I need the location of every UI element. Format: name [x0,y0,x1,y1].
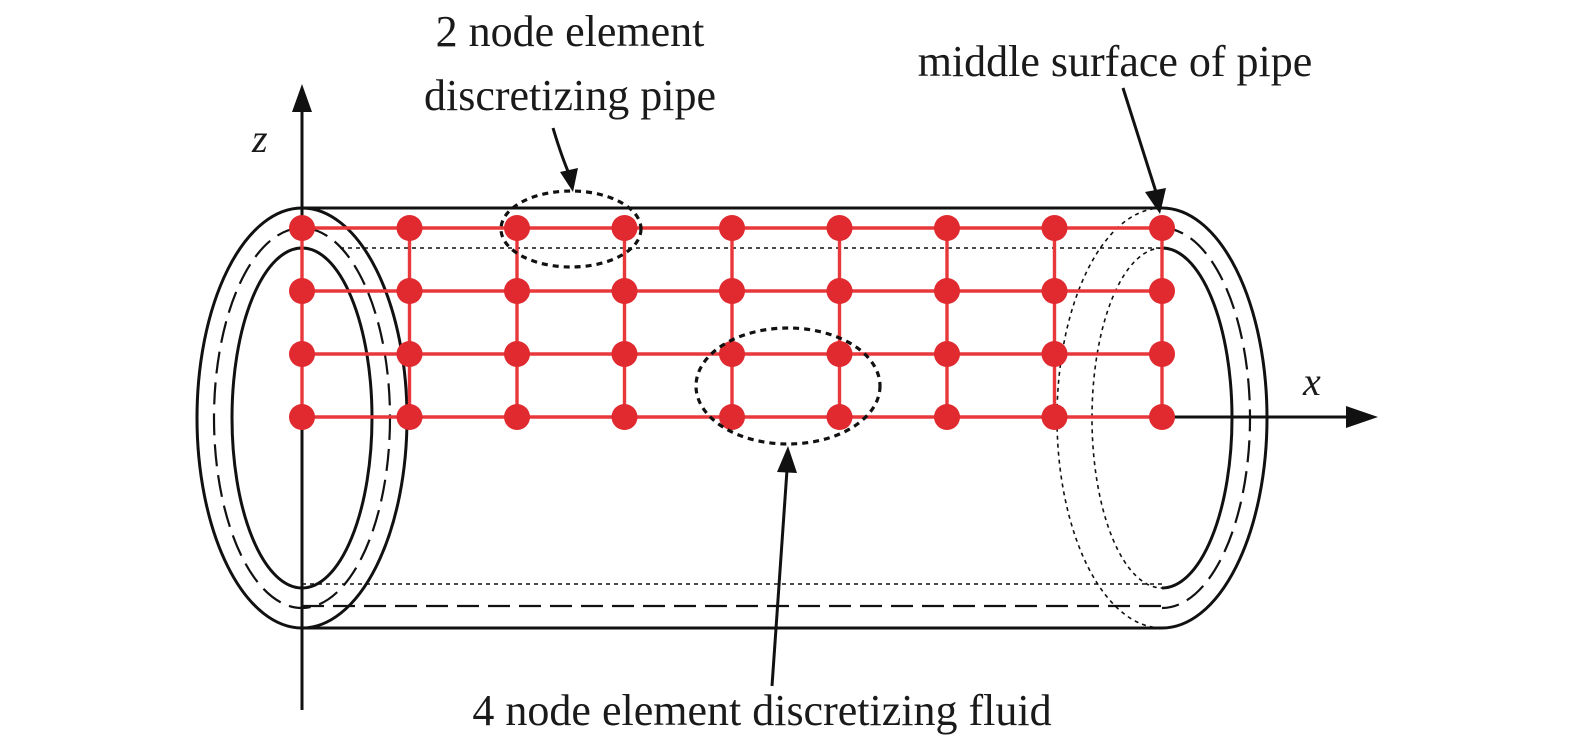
fluid-element-label: 4 node element discretizing fluid [472,686,1051,735]
pipe-right-inner-hidden [1091,247,1163,589]
mesh-node [289,341,315,367]
mesh-node [719,278,745,304]
pipe-element-leader [551,127,572,177]
mesh-node [1149,215,1175,241]
mesh-node [1149,278,1175,304]
pipe-element-label-line1: 2 node element [436,7,705,56]
mesh-node [934,341,960,367]
middle-surface-leader [1121,87,1158,193]
mesh-node [934,215,960,241]
z-axis-arrowhead [292,84,312,112]
middle-surface-label: middle surface of pipe [918,37,1313,86]
mesh-node [826,404,853,430]
pipe-element-callout [499,189,643,269]
mesh-node [1041,404,1068,430]
mesh-node [1041,215,1068,241]
x-axis-arrowhead [1346,406,1378,428]
fluid-element-callout [694,326,882,446]
mesh-node [1041,278,1068,304]
mesh-node [289,404,315,430]
mesh-node [826,341,853,367]
mesh-node [1149,404,1175,430]
fluid-element-arrowhead [777,446,797,473]
mesh-node [396,404,423,430]
mesh-node [1149,341,1175,367]
fluid-element-leader [770,469,789,687]
mesh-node [826,278,853,304]
mesh-node [396,215,423,241]
mesh-node [719,341,745,367]
middle-surface-arrowhead [1145,188,1166,214]
pipe-element-label-line2: discretizing pipe [424,71,716,120]
mesh-node [719,215,745,241]
mesh-node [504,341,530,367]
mesh-node [611,278,638,304]
fluid-mesh-grid [300,226,1164,419]
mesh-node [504,404,530,430]
mesh-node [504,215,530,241]
pipe-right-outer-hidden [1056,207,1163,629]
fluid-mesh-nodes [289,215,1175,430]
pipe-element-arrowhead [560,168,578,192]
mesh-node [396,278,423,304]
mesh-node [289,278,315,304]
mesh-node [826,215,853,241]
mesh-node [1041,341,1068,367]
mesh-node [504,278,530,304]
mesh-node [934,404,960,430]
z-axis-label: z [251,116,268,161]
mesh-node [934,278,960,304]
mesh-node [289,215,315,241]
mesh-node [611,215,638,241]
mesh-node [611,404,638,430]
mesh-node [611,341,638,367]
mesh-node [396,341,423,367]
x-axis-label: x [1302,359,1321,404]
mesh-node [719,404,745,430]
